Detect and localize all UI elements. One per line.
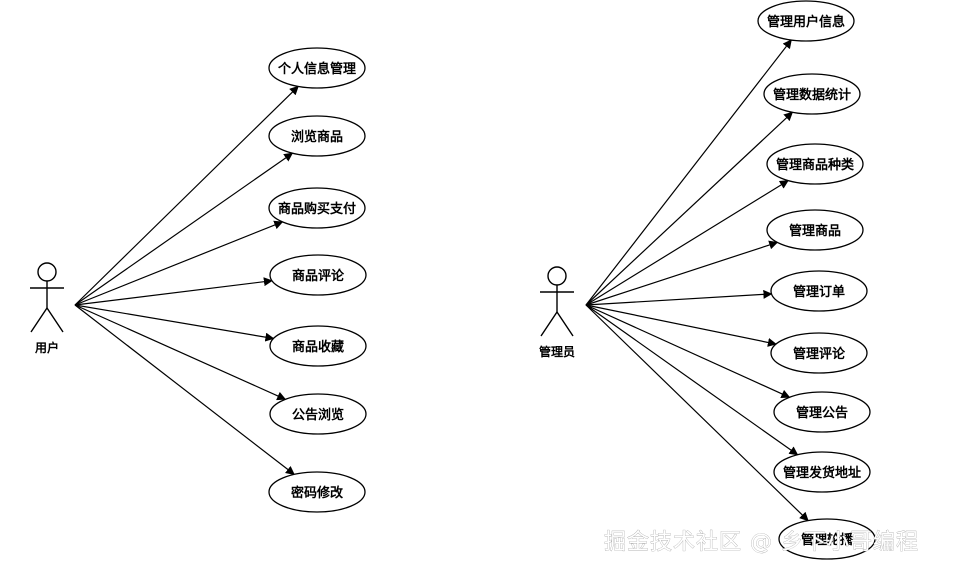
user-association-5 — [74, 304, 275, 342]
watermark: 掘金技术社区 @ 乡下小哥编程 — [604, 530, 919, 555]
user-use-case-2 — [268, 115, 366, 157]
user-use-case-7 — [268, 471, 366, 513]
user-use-case-label-3: 商品购买支付 — [278, 201, 356, 217]
admin-use-case-9 — [778, 518, 876, 560]
user-use-case-4 — [269, 254, 367, 296]
admin-use-case-label-5: 管理订单 — [793, 284, 845, 300]
admin-association-1 — [585, 39, 792, 306]
admin-use-case-8 — [773, 451, 871, 493]
user-use-case-label-4: 商品评论 — [292, 268, 345, 284]
admin-use-cases: 管理用户信息管理数据统计管理商品种类管理商品管理订单管理评论管理公告管理发货地址… — [757, 0, 876, 560]
admin-associations — [585, 39, 809, 522]
user-use-case-label-7: 密码修改 — [290, 485, 344, 501]
user-association-1 — [74, 85, 299, 306]
actor-admin-label: 管理员 — [539, 344, 575, 359]
admin-use-case-2 — [763, 73, 861, 115]
admin-association-6 — [585, 304, 777, 347]
user-associations — [74, 85, 299, 475]
user-use-case-6 — [269, 393, 367, 435]
admin-use-case-4 — [766, 209, 864, 251]
admin-use-case-7 — [773, 391, 871, 433]
user-use-case-label-1: 个人信息管理 — [277, 61, 356, 77]
admin-use-case-label-1: 管理用户信息 — [767, 14, 845, 30]
actor-user-label: 用户 — [34, 340, 59, 355]
admin-use-case-3 — [766, 143, 864, 185]
user-use-case-3 — [268, 187, 366, 229]
user-association-6 — [74, 304, 287, 401]
admin-use-case-label-6: 管理评论 — [793, 346, 846, 362]
user-association-3 — [74, 220, 284, 306]
user-association-2 — [74, 152, 294, 306]
user-use-case-1 — [268, 47, 366, 89]
admin-use-case-5 — [770, 270, 868, 312]
admin-use-case-label-2: 管理数据统计 — [773, 87, 851, 103]
admin-association-8 — [585, 304, 799, 456]
user-association-7 — [74, 304, 295, 475]
admin-use-case-label-9: 管理轮播 — [801, 532, 854, 548]
admin-use-case-1 — [757, 0, 855, 42]
actor-user — [30, 262, 64, 333]
admin-use-case-label-4: 管理商品 — [789, 223, 841, 239]
admin-use-case-label-8: 管理发货地址 — [783, 465, 861, 481]
admin-association-9 — [585, 304, 809, 522]
actor-admin-head — [547, 266, 567, 286]
user-use-case-5 — [269, 325, 367, 367]
admin-association-2 — [585, 111, 794, 306]
admin-association-3 — [585, 180, 789, 306]
admin-use-case-label-7: 管理公告 — [796, 405, 848, 421]
admin-association-5 — [585, 289, 773, 306]
actor-user-head — [37, 262, 57, 282]
admin-use-case-6 — [770, 332, 868, 374]
user-use-case-label-5: 商品收藏 — [292, 339, 344, 355]
admin-association-7 — [585, 304, 791, 399]
admin-association-4 — [585, 240, 779, 306]
admin-use-case-label-3: 管理商品种类 — [776, 157, 855, 173]
user-use-case-label-2: 浏览商品 — [291, 129, 343, 145]
user-use-case-label-6: 公告浏览 — [292, 407, 344, 423]
actor-admin — [540, 266, 574, 337]
user-association-4 — [74, 277, 273, 306]
